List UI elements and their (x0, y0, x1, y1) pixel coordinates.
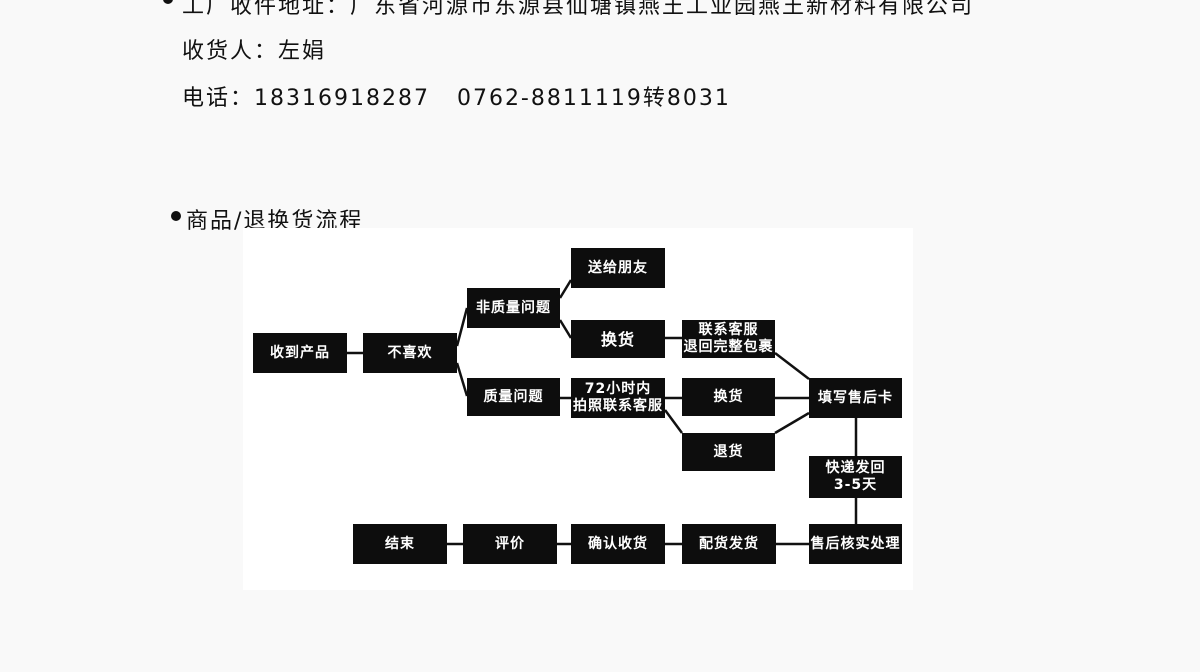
node-exchange-non-quality: 换货 (571, 320, 665, 358)
flow-connectors (347, 279, 858, 546)
node-confirm-receipt: 确认收货 (571, 524, 665, 564)
node-receive-product: 收到产品 (253, 333, 347, 373)
node-dislike: 不喜欢 (363, 333, 457, 373)
return-exchange-flowchart: 收到产品 不喜欢 非质量问题 送给朋友 换货 联系客服退回完整包裹 质量问题 7… (243, 228, 913, 590)
bullet-dot (171, 211, 181, 221)
connector (663, 409, 684, 434)
node-gift-to-friend: 送给朋友 (571, 248, 665, 288)
node-return: 退货 (682, 433, 775, 471)
bullet-dot (163, 0, 173, 4)
node-quality-issue: 质量问题 (467, 378, 560, 416)
node-review: 评价 (463, 524, 557, 564)
connector (558, 279, 573, 299)
connector (774, 352, 810, 380)
node-ship-goods: 配货发货 (682, 524, 776, 564)
node-contact-service: 联系客服退回完整包裹 (682, 320, 775, 358)
node-photo-contact-service: 72小时内拍照联系客服 (571, 378, 665, 418)
connector (558, 319, 573, 339)
receiver-line: 收货人：左娟 (182, 39, 327, 64)
connector (774, 411, 810, 435)
node-non-quality-issue: 非质量问题 (467, 288, 560, 328)
node-aftersales-processing: 售后核实处理 (809, 524, 902, 564)
phone-line: 电话：18316918287 0762-8811119转8031 (182, 86, 731, 111)
node-exchange-quality: 换货 (682, 378, 775, 416)
factory-address-line: 工厂收件地址：广东省河源市东源县仙塘镇燕王工业园燕王新材料有限公司 (182, 0, 975, 19)
node-end: 结束 (353, 524, 447, 564)
node-fill-aftersales-card: 填写售后卡 (809, 378, 902, 418)
connector (455, 307, 469, 347)
connector (455, 362, 469, 397)
